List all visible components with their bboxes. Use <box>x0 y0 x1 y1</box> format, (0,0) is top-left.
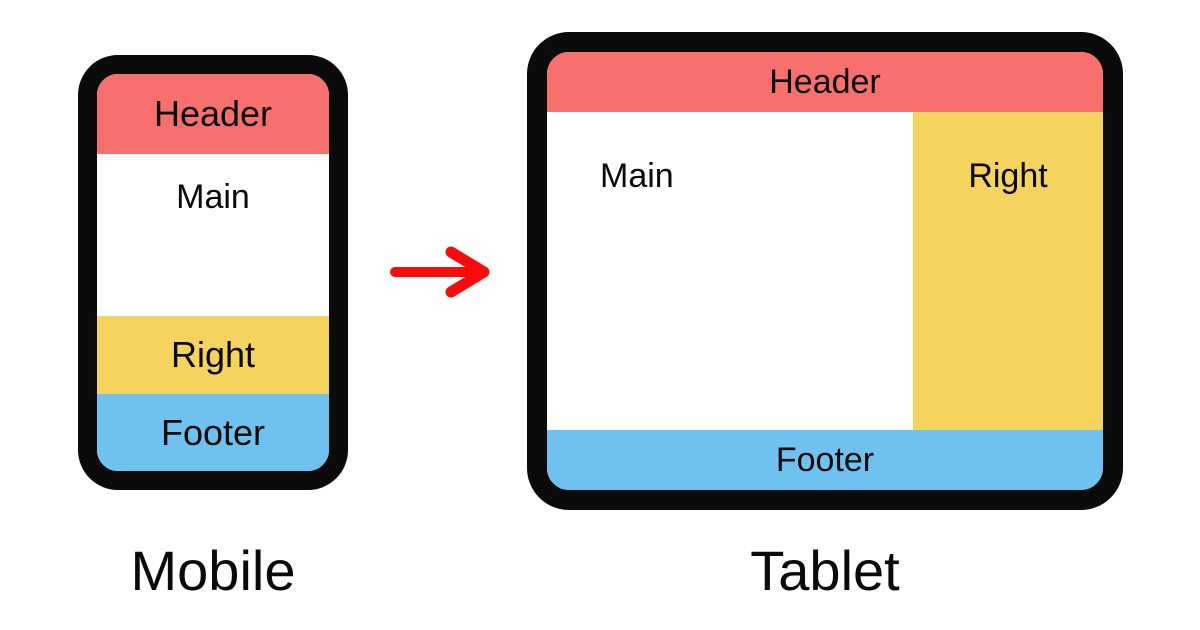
tablet-caption: Tablet <box>750 539 900 602</box>
mobile-header-section: Header <box>97 74 329 154</box>
tablet-footer-section: Footer <box>547 430 1103 490</box>
mobile-main-section: Main <box>97 154 329 316</box>
mobile-main-label: Main <box>176 178 250 216</box>
tablet-screen: Header Main Right Footer <box>547 52 1103 490</box>
tablet-header-label: Header <box>769 63 881 101</box>
arrow-right-icon <box>390 246 490 298</box>
tablet-footer-label: Footer <box>775 441 875 479</box>
mobile-right-label: Right <box>170 334 256 375</box>
tablet-header-section: Header <box>547 52 1103 112</box>
tablet-right-label: Right <box>968 157 1048 195</box>
tablet-middle-row: Main Right <box>547 112 1103 430</box>
tablet-main-label: Main <box>600 157 674 195</box>
tablet-right-section: Right <box>913 112 1103 430</box>
mobile-footer-label: Footer <box>160 411 266 453</box>
mobile-footer-section: Footer <box>97 394 329 471</box>
mobile-right-section: Right <box>97 316 329 394</box>
mobile-device-frame: Header Main Right Footer <box>78 55 348 490</box>
mobile-screen: Header Main Right Footer <box>97 74 329 471</box>
tablet-device-frame: Header Main Right Footer <box>527 32 1123 510</box>
mobile-header-label: Header <box>153 93 273 134</box>
mobile-caption: Mobile <box>130 539 296 602</box>
tablet-main-section: Main <box>547 112 913 430</box>
